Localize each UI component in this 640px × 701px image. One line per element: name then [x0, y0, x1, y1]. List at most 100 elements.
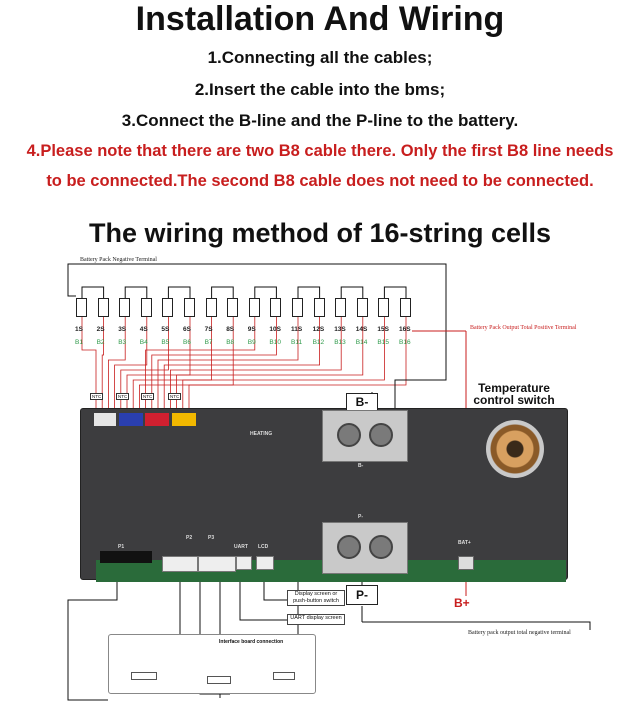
b-plus-label: B+: [454, 596, 470, 610]
balance-wire-B16: [188, 317, 407, 413]
cell-2S: [97, 298, 109, 317]
cell-label: 8S: [226, 326, 235, 333]
balance-wire-B8: [138, 317, 234, 413]
uart-display-box: UART display screen: [287, 614, 345, 625]
interface-board: Interface board connection: [108, 634, 316, 694]
cell-6S: [184, 298, 195, 317]
step-3: 3.Connect the B-line and the P-line to t…: [121, 111, 519, 130]
cell-label: 10S: [269, 326, 281, 333]
cell-label: 7S: [204, 326, 213, 333]
cell-label: 16S: [399, 326, 411, 333]
balance-wire-B2: [101, 317, 104, 413]
cell-8S: [227, 298, 239, 317]
cell-bridge: [211, 286, 234, 289]
balance-wire-B11: [157, 317, 299, 413]
cell-label: 5S: [161, 326, 170, 333]
balance-wire-B12: [163, 317, 321, 413]
port-uart[interactable]: [236, 556, 252, 570]
ntc-1: NTC: [90, 393, 104, 400]
interface-board-label: Interface board connection: [219, 639, 284, 645]
b-line-label: B2: [96, 339, 105, 346]
b-line-label: B14: [355, 339, 368, 346]
interface-port-2[interactable]: [207, 676, 231, 684]
port-p1-label: P1: [118, 544, 125, 550]
cell-bridge: [383, 286, 407, 289]
step-1: 1.Connecting all the cables;: [207, 48, 433, 67]
port-lcd-label: LCD: [258, 544, 269, 550]
b-line-label: B6: [183, 339, 191, 346]
interface-port-3[interactable]: [273, 672, 295, 680]
p-minus-label: P-: [346, 585, 378, 605]
connector-red[interactable]: [145, 413, 169, 426]
b-minus-bolt-2: [369, 423, 393, 447]
cell-9S: [248, 298, 260, 317]
port-p2[interactable]: [162, 556, 198, 572]
p-minus-bolt-2: [369, 535, 393, 559]
output-negative-label: Battery pack output total negative termi…: [468, 630, 571, 636]
b-line-label: B15: [377, 339, 389, 346]
port-p1[interactable]: [100, 551, 152, 563]
cell-13S: [335, 298, 347, 317]
connector-yellow[interactable]: [172, 413, 196, 426]
cell-label: 11S: [291, 326, 303, 333]
port-lcd[interactable]: [256, 556, 274, 570]
port-p3[interactable]: [198, 556, 236, 572]
b-line-label: B16: [399, 339, 411, 346]
temperature-switch-coil: [486, 420, 544, 478]
balance-wire-B9: [145, 317, 256, 413]
display-screen-box: Display screen or push-button switch: [287, 590, 345, 606]
board-p-minus-label: P-: [358, 514, 363, 520]
ntc-4: NTC: [168, 393, 182, 400]
cell-label: 14S: [355, 326, 368, 333]
balance-wire-B13: [169, 317, 342, 413]
b-minus-label: B-: [346, 393, 378, 411]
port-p2-label: P2: [186, 535, 193, 541]
b-line-label: B5: [161, 339, 170, 346]
positive-terminal-label: Battery Pack Output Total Positive Termi…: [470, 325, 577, 331]
cell-4S: [140, 298, 152, 317]
diagram-subtitle: The wiring method of 16-string cells: [88, 218, 552, 248]
connector-white[interactable]: [94, 413, 116, 426]
b-line-label: B10: [269, 339, 281, 346]
cell-3S: [119, 298, 131, 317]
interface-port-1[interactable]: [131, 672, 157, 680]
note-line-1: 4.Please note that there are two B8 cabl…: [26, 142, 614, 160]
heating-label: HEATING: [250, 431, 273, 437]
balance-wire-B7: [132, 317, 213, 413]
cell-bridge: [167, 286, 191, 289]
board-b-minus-label: B-: [358, 463, 364, 469]
cell-label: 1S: [75, 326, 83, 333]
p-minus-terminal: [322, 522, 408, 574]
cell-bridge: [81, 286, 105, 289]
p-minus-bolt-1: [337, 535, 361, 559]
cell-label: 13S: [334, 326, 346, 333]
b-minus-terminal: [322, 410, 408, 462]
b-minus-bolt-1: [337, 423, 361, 447]
cell-5S: [162, 298, 174, 317]
b-line-label: B4: [139, 339, 148, 346]
b-line-label: B3: [118, 339, 127, 346]
cell-16S: [400, 298, 411, 317]
cell-bridge: [340, 286, 364, 289]
ntc-2: NTC: [116, 393, 130, 400]
b-line-label: B9: [247, 339, 256, 346]
cell-label: 2S: [96, 326, 105, 333]
cell-bridge: [297, 286, 321, 289]
cell-12S: [313, 298, 325, 317]
connector-blue[interactable]: [119, 413, 143, 426]
port-uart-label: UART: [234, 544, 248, 550]
balance-wire-B5: [120, 317, 169, 413]
balance-wire-B15: [182, 317, 385, 413]
cell-label: 9S: [247, 326, 256, 333]
b-line-label: B1: [75, 339, 83, 346]
balance-wire-B1: [81, 317, 97, 413]
cell-label: 12S: [312, 326, 325, 333]
cell-label: 6S: [183, 326, 191, 333]
cell-1S: [76, 298, 87, 317]
balance-wire-B3: [108, 317, 126, 413]
b-line-label: B7: [204, 339, 213, 346]
port-p3-label: P3: [208, 535, 215, 541]
cell-bridge: [254, 286, 277, 289]
bat-plus-terminal: [458, 556, 474, 570]
